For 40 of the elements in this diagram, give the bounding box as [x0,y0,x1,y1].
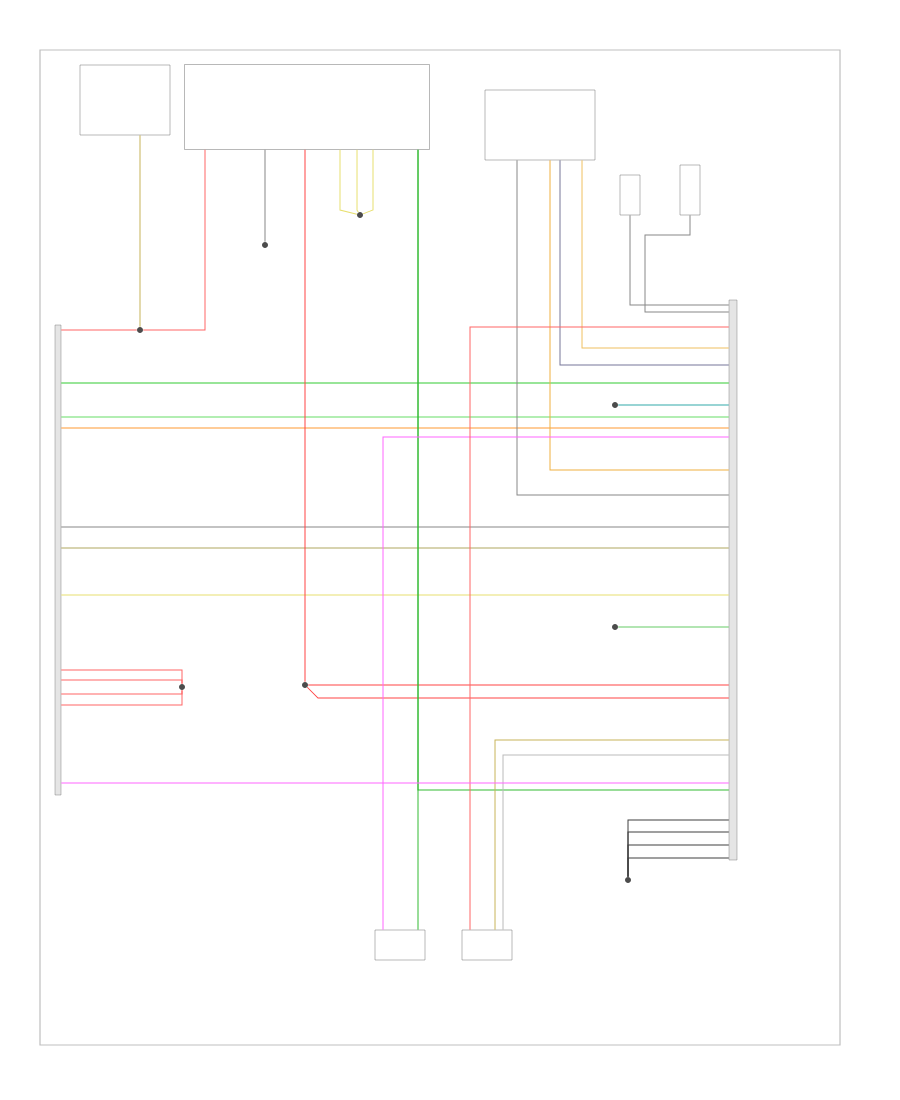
wire [60,329,138,331]
wire [60,382,730,384]
connector-bar [54,324,62,796]
wire [60,547,730,549]
wire [139,134,141,328]
wire [307,684,730,686]
component-box [79,64,171,136]
wire [362,149,374,215]
wire [617,404,730,406]
wire [60,416,730,418]
wire [60,526,730,528]
wire [60,427,730,429]
wire [356,149,359,213]
wire [60,782,730,784]
component-box [619,174,641,216]
wire [627,857,730,878]
wire [617,626,730,628]
wire [516,159,730,496]
wire [581,159,730,349]
wire [264,149,266,243]
wire [60,594,730,596]
connector-bar [728,299,738,861]
component-box [679,164,701,216]
wire [644,214,730,313]
wire [549,159,730,471]
wire [559,159,730,366]
wire [306,686,730,699]
wire [629,214,730,306]
wire [304,149,306,683]
wire [382,436,730,931]
component-box [374,929,426,961]
component-box [461,929,513,961]
wire [142,149,206,331]
component-box [484,89,596,161]
wire [469,326,730,931]
wire [60,689,183,706]
wire [417,149,730,791]
component-box [184,64,430,150]
wire [339,149,358,215]
wire [60,679,183,685]
